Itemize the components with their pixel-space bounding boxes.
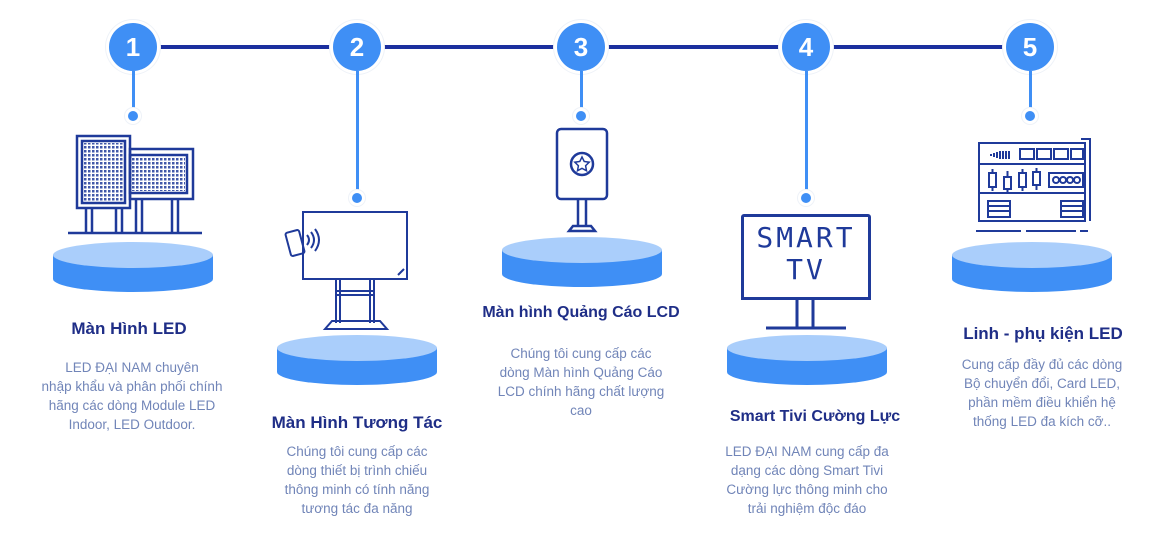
desc-line: Cung cấp đầy đủ các dòng <box>961 357 1123 372</box>
desc-line: LED ĐẠI NAM chuyên <box>65 360 199 375</box>
step-4-dot <box>801 193 811 203</box>
desc-line: Cường lực thông minh cho <box>726 482 888 497</box>
step-1-platform <box>53 242 213 292</box>
step-2-dot <box>352 193 362 203</box>
step-5-platform <box>952 242 1112 292</box>
step-1-description: LED ĐẠI NAM chuyên nhập khẩu và phân phối… <box>22 358 242 434</box>
desc-line: dạng các dòng Smart Tivi <box>730 463 884 478</box>
desc-line: hãng các dòng Module LED <box>48 398 216 413</box>
step-4-title: Smart Tivi Cường Lực <box>729 408 901 425</box>
desc-line: Chúng tôi cung cấp các <box>286 444 428 459</box>
step-5-number: 5 <box>1006 23 1054 71</box>
smart-tv-icon-text-2: TV <box>786 253 826 286</box>
step-2-description: Chúng tôi cung cấp các dòng thiết bị trìn… <box>257 442 457 518</box>
step-5-title: Linh - phụ kiện LED <box>963 324 1123 343</box>
step-2-platform <box>277 335 437 385</box>
step-5-dot <box>1025 111 1035 121</box>
desc-line: Indoor, LED Outdoor. <box>68 417 196 432</box>
lcd-kiosk-icon <box>555 127 609 233</box>
step-4-description: LED ĐẠI NAM cung cấp đa dạng các dòng Sma… <box>707 442 907 518</box>
smart-tv-stand-icon <box>766 300 846 330</box>
desc-line: tương tác đa năng <box>301 501 413 516</box>
step-3-number: 3 <box>557 23 605 71</box>
desc-line: thông minh có tính năng <box>284 482 430 497</box>
step-5-connector <box>1029 71 1032 116</box>
desc-line: Chúng tôi cung cấp các <box>510 346 652 361</box>
desc-line: dòng thiết bị trình chiếu <box>286 463 428 478</box>
step-5-description: Cung cấp đầy đủ các dòng Bộ chuyển đổi, C… <box>942 355 1142 431</box>
step-1-connector <box>132 71 135 116</box>
interactive-board-icon <box>284 211 408 330</box>
smart-tv-icon-text-1: SMART <box>756 221 856 254</box>
desc-line: cao <box>570 403 592 418</box>
step-1-number: 1 <box>109 23 157 71</box>
step-1-title: Màn Hình LED <box>71 319 187 338</box>
desc-line: LED ĐẠI NAM cung cấp đa <box>725 444 889 459</box>
step-2-connector <box>356 71 359 198</box>
desc-line: Bộ chuyển đổi, Card LED, <box>963 376 1121 391</box>
desc-line: trải nghiệm độc đáo <box>747 501 867 516</box>
led-billboard-icon <box>68 134 202 235</box>
desc-line: LCD chính hãng chất lượng <box>497 384 665 399</box>
step-4-platform <box>727 335 887 385</box>
smart-tv-icon: SMART TV <box>741 214 871 300</box>
step-3-title: Màn hình Quảng Cáo LCD <box>482 304 680 321</box>
step-3-connector <box>580 71 583 116</box>
desc-line: nhập khẩu và phân phối chính <box>41 379 223 394</box>
desc-line: dòng Màn hình Quảng Cáo <box>499 365 663 380</box>
step-4-connector <box>805 71 808 198</box>
step-4-number: 4 <box>782 23 830 71</box>
step-3-dot <box>576 111 586 121</box>
step-1-dot <box>128 111 138 121</box>
desc-line: phần mềm điều khiển hệ <box>968 395 1116 410</box>
led-controller-icon <box>976 138 1091 232</box>
step-2-title: Màn Hình Tương Tác <box>271 413 443 432</box>
desc-line: thống LED đa kích cỡ.. <box>973 414 1111 429</box>
step-2-number: 2 <box>333 23 381 71</box>
step-3-platform <box>502 237 662 287</box>
step-3-description: Chúng tôi cung cấp các dòng Màn hình Quản… <box>481 344 681 420</box>
